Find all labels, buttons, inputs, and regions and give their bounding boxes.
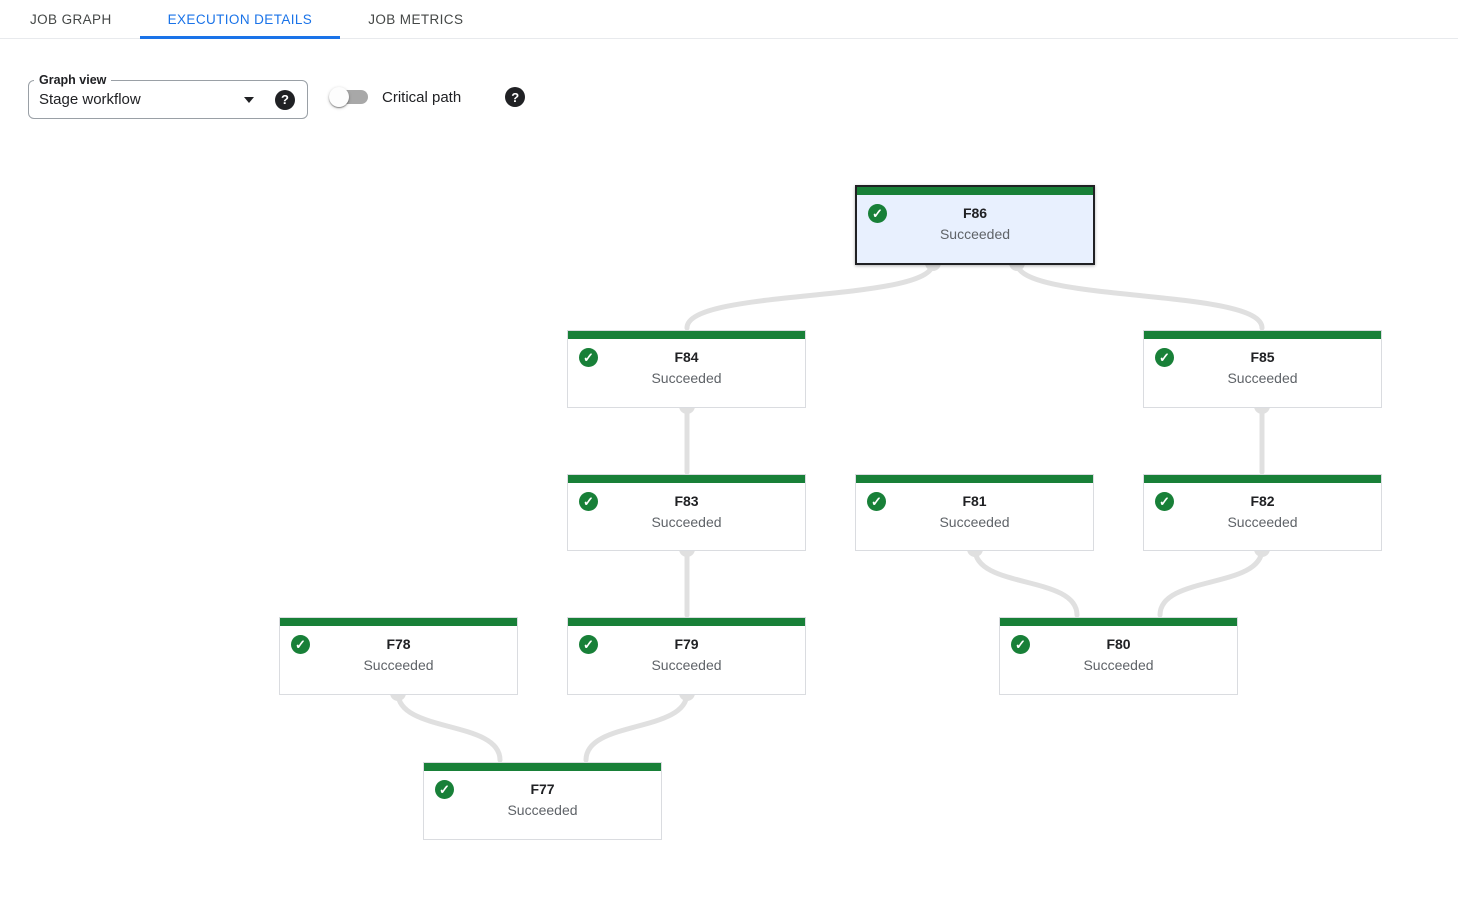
succeeded-check-icon: ✓ — [435, 780, 454, 799]
stage-node-F85[interactable]: ✓ F85 Succeeded — [1143, 330, 1382, 408]
stage-name: F81 — [962, 493, 987, 509]
stage-status: Succeeded — [363, 657, 434, 673]
succeeded-check-icon: ✓ — [1011, 635, 1030, 654]
status-bar — [1000, 618, 1237, 626]
succeeded-check-icon: ✓ — [1155, 492, 1174, 511]
stage-node-F82[interactable]: ✓ F82 Succeeded — [1143, 474, 1382, 551]
status-bar — [857, 187, 1093, 195]
toggle-thumb — [329, 87, 349, 107]
status-bar — [568, 618, 805, 626]
stage-status: Succeeded — [651, 657, 722, 673]
stage-status: Succeeded — [651, 514, 722, 530]
stage-name: F83 — [674, 493, 699, 509]
tab-bar: JOB GRAPH EXECUTION DETAILS JOB METRICS — [0, 0, 1458, 39]
status-bar — [568, 475, 805, 483]
critical-path-label: Critical path — [382, 88, 462, 106]
stage-name: F82 — [1250, 493, 1275, 509]
stage-node-F80[interactable]: ✓ F80 Succeeded — [999, 617, 1238, 695]
chevron-down-icon — [244, 96, 254, 103]
stage-status: Succeeded — [1083, 657, 1154, 673]
status-bar — [280, 618, 517, 626]
stage-name: F78 — [386, 636, 411, 652]
stage-name: F86 — [962, 205, 988, 221]
edge-F78-F77 — [395, 690, 503, 763]
stage-name: F77 — [530, 781, 555, 797]
stage-node-F79[interactable]: ✓ F79 Succeeded — [567, 617, 806, 695]
succeeded-check-icon: ✓ — [868, 204, 887, 223]
graph-view-value: Stage workflow — [39, 91, 141, 108]
stage-status: Succeeded — [651, 370, 722, 386]
stage-node-F84[interactable]: ✓ F84 Succeeded — [567, 330, 806, 408]
stage-name: F80 — [1106, 636, 1131, 652]
edge-F82-F80 — [1157, 546, 1265, 618]
stage-status: Succeeded — [1227, 370, 1298, 386]
tab-job-graph[interactable]: JOB GRAPH — [30, 11, 112, 27]
edge-F86-F85 — [1014, 260, 1265, 331]
stage-node-F86[interactable]: ✓ F86 Succeeded — [855, 185, 1095, 265]
critical-path-control: Critical path ? — [329, 87, 526, 107]
critical-path-help-icon[interactable]: ? — [505, 87, 526, 107]
succeeded-check-icon: ✓ — [1155, 348, 1174, 367]
succeeded-check-icon: ✓ — [291, 635, 310, 654]
succeeded-check-icon: ✓ — [867, 492, 886, 511]
edge-F79-F77 — [583, 690, 690, 763]
succeeded-check-icon: ✓ — [579, 348, 598, 367]
graph-view-label: Graph view — [34, 72, 112, 89]
stage-status: Succeeded — [939, 226, 1011, 242]
stage-status: Succeeded — [1227, 514, 1298, 530]
edge-F86-F84 — [684, 260, 936, 331]
status-bar — [856, 475, 1093, 483]
status-bar — [1144, 475, 1381, 483]
tab-job-metrics[interactable]: JOB METRICS — [368, 11, 464, 27]
graph-view-select[interactable]: Graph view Stage workflow ? — [28, 72, 308, 119]
critical-path-toggle[interactable] — [329, 87, 368, 107]
stage-node-F77[interactable]: ✓ F77 Succeeded — [423, 762, 662, 840]
status-bar — [424, 763, 661, 771]
status-bar — [1144, 331, 1381, 339]
stage-name: F85 — [1250, 349, 1275, 365]
succeeded-check-icon: ✓ — [579, 492, 598, 511]
stage-status: Succeeded — [507, 802, 578, 818]
edge-F81-F80 — [972, 546, 1080, 618]
stage-node-F78[interactable]: ✓ F78 Succeeded — [279, 617, 518, 695]
stage-node-F81[interactable]: ✓ F81 Succeeded — [855, 474, 1094, 551]
tab-execution-details[interactable]: EXECUTION DETAILS — [139, 0, 341, 39]
graph-view-help-icon[interactable]: ? — [275, 89, 295, 110]
stage-status: Succeeded — [939, 514, 1010, 530]
stage-name: F84 — [674, 349, 699, 365]
succeeded-check-icon: ✓ — [579, 635, 598, 654]
stage-node-F83[interactable]: ✓ F83 Succeeded — [567, 474, 806, 551]
status-bar — [568, 331, 805, 339]
stage-name: F79 — [674, 636, 699, 652]
